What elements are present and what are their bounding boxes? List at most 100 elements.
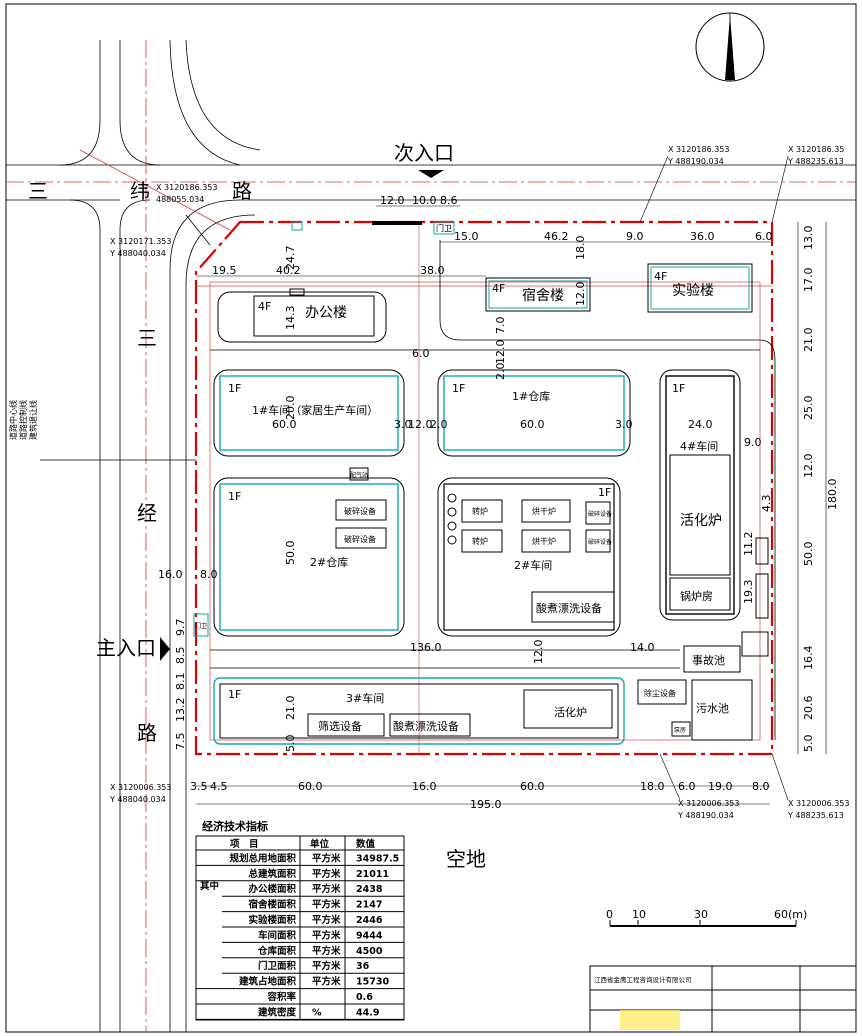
dim-label: 4.5 [210, 780, 228, 793]
svg-text:1#仓库: 1#仓库 [512, 389, 550, 403]
table-cell: 容积率 [266, 991, 296, 1003]
svg-text:4F: 4F [654, 270, 667, 283]
svg-text:Y 488190.034: Y 488190.034 [667, 157, 724, 166]
svg-text:0: 0 [606, 908, 613, 921]
svg-text:2#仓库: 2#仓库 [310, 555, 348, 569]
table-cell: 平方米 [312, 929, 341, 941]
title-block: 江西省金鹰工程咨询设计有限公司 [589, 965, 857, 1033]
side-box-c [741, 631, 769, 657]
svg-text:门卫: 门卫 [436, 223, 452, 233]
svg-text:X 3120171.353: X 3120171.353 [110, 237, 171, 246]
svg-text:办公楼: 办公楼 [305, 305, 347, 321]
svg-text:488055.034: 488055.034 [156, 195, 204, 204]
dim-label: 60.0 [520, 780, 545, 793]
svg-text:江西省金鹰工程咨询设计有限公司: 江西省金鹰工程咨询设计有限公司 [594, 975, 692, 984]
svg-text:道路中心线: 道路中心线 [8, 400, 18, 440]
svg-text:Y 488235.613: Y 488235.613 [787, 811, 844, 820]
road-label-top-3: 路 [232, 179, 252, 203]
dim-label: 17.0 [802, 268, 815, 293]
dim-label: 24.7 [284, 246, 297, 271]
table-cell: 建筑占地面积 [238, 976, 297, 988]
warehouse-1: 1F 1#仓库 [437, 369, 631, 457]
dim-label: 180.0 [826, 479, 839, 511]
secondary-entrance-label: 次入口 [394, 141, 454, 165]
road-centerlines [6, 40, 856, 1032]
dim-label: 4.3 [760, 495, 773, 513]
table-cell: 平方米 [312, 976, 341, 988]
table-cell: 车间面积 [258, 929, 297, 941]
dim-label: 5.0 [802, 735, 815, 753]
dim-label: 50.0 [802, 542, 815, 567]
dim-label: 195.0 [470, 798, 502, 811]
svg-text:烘干炉: 烘干炉 [532, 536, 556, 546]
main-entrance-label: 主入口 [96, 636, 156, 660]
svg-text:除尘设备: 除尘设备 [644, 688, 676, 698]
svg-text:破碎设备: 破碎设备 [588, 538, 612, 546]
road-label-left-3: 路 [137, 721, 157, 745]
table-cell: 平方米 [312, 852, 341, 864]
svg-text:1F: 1F [228, 490, 241, 503]
table-cell: 44.9 [356, 1007, 379, 1018]
dim-label: 5.0 [284, 735, 297, 753]
dim-label: 60.0 [298, 780, 323, 793]
road-label-left-2: 经 [137, 501, 157, 525]
dim-label: 46.2 [544, 230, 569, 243]
coordinate-labels: X 3120186.353 488055.034 X 3120171.353 Y… [109, 145, 849, 820]
svg-text:4#车间: 4#车间 [680, 439, 718, 453]
dim-label: 12.0 [532, 640, 545, 665]
table-cell: 2147 [356, 900, 382, 911]
svg-text:X 3120006.353: X 3120006.353 [678, 799, 739, 808]
dim-label: 60.0 [272, 418, 297, 431]
svg-text:转炉: 转炉 [472, 536, 488, 546]
table-cell: 15730 [356, 977, 389, 988]
dim-label: 19.0 [708, 780, 733, 793]
svg-text:60(m): 60(m) [774, 908, 807, 921]
table-cell: 4500 [356, 946, 383, 957]
svg-text:门卫: 门卫 [195, 622, 207, 630]
gate-post [291, 221, 303, 231]
table-cell: % [312, 1007, 322, 1018]
svg-text:1F: 1F [598, 486, 611, 499]
svg-text:破碎设备: 破碎设备 [344, 506, 376, 516]
svg-text:实验楼: 实验楼 [672, 283, 714, 299]
table-cell: 实验楼面积 [248, 914, 296, 926]
sewage-pool: 污水池 [691, 679, 753, 741]
north-arrow-icon [695, 12, 765, 82]
setback-line [209, 281, 761, 741]
line-legend: 道路中心线 道路控制线 建筑退让线 [8, 400, 196, 461]
internal-roads [210, 240, 776, 740]
svg-text:4F: 4F [492, 282, 505, 295]
svg-text:建筑退让线: 建筑退让线 [28, 400, 38, 440]
dim-label: 9.0 [626, 230, 644, 243]
accident-pool: 事故池 [683, 645, 741, 673]
dim-label: 15.0 [454, 230, 479, 243]
table-cell: 2446 [356, 915, 383, 926]
svg-text:3#车间: 3#车间 [346, 691, 384, 705]
dim-label: 8.0 [752, 780, 770, 793]
gate-bar [372, 221, 422, 225]
workshop-1: 1F 1#车间（家居生产车间） [213, 369, 405, 457]
svg-text:10: 10 [632, 908, 646, 921]
table-cell: 平方米 [312, 868, 341, 880]
svg-text:1#车间（家居生产车间）: 1#车间（家居生产车间） [252, 403, 378, 417]
svg-text:活化炉: 活化炉 [554, 705, 587, 719]
dim-label: 8.0 [200, 568, 218, 581]
svg-text:X 3120186.353: X 3120186.353 [668, 145, 729, 154]
svg-text:酸煮漂洗设备: 酸煮漂洗设备 [393, 719, 459, 733]
scale-bar: 0 10 30 60(m) [606, 908, 807, 927]
gate-house-top: 门卫 [433, 221, 455, 235]
dim-label: 21.0 [802, 328, 815, 353]
dim-label: 136.0 [410, 641, 442, 654]
pump-room-label: 泵房 [674, 726, 686, 734]
table-cell: 平方米 [312, 899, 341, 911]
table-cell: 34987.5 [356, 853, 399, 864]
table-cell: 门卫面积 [258, 960, 297, 972]
dim-label: 20.6 [802, 696, 815, 721]
drawing-frame [5, 3, 857, 1033]
svg-text:1F: 1F [228, 382, 241, 395]
dim-label: 12.0 [574, 282, 587, 307]
svg-text:X 3120006.353: X 3120006.353 [788, 799, 849, 808]
table-cell: 平方米 [312, 914, 341, 926]
dim-label: 25.0 [802, 396, 815, 421]
